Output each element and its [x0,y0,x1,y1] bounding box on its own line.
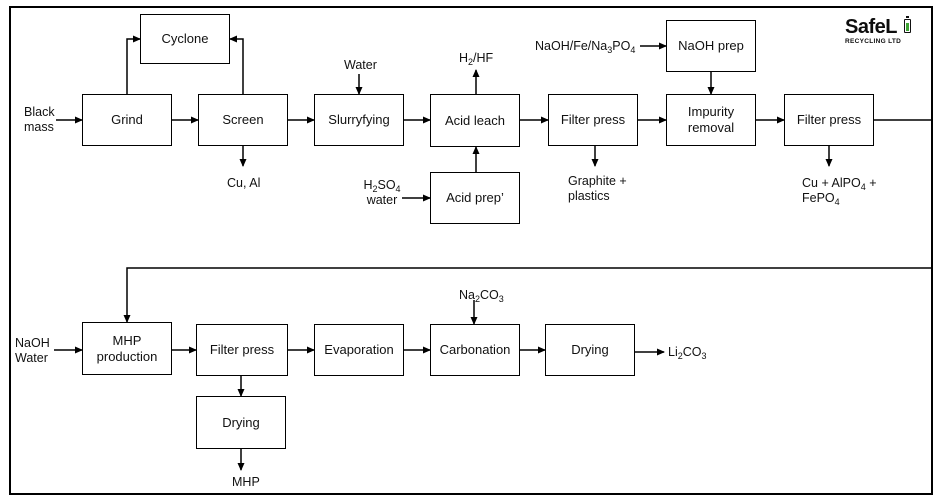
safeli-logo: SafeL RECYCLING LTD [845,16,915,48]
fepo4-line: FePO4 [802,191,877,207]
reagent-part-a: NaOH/Fe/Na [535,39,608,53]
black-mass-label: Black mass [24,105,55,135]
reagent-sub-2: 4 [630,45,636,55]
li2co3-sub-2: 3 [701,351,707,361]
acid-prep-box: Acid prep’ [430,172,520,224]
reagent-part-b: PO [612,39,631,53]
slurryfying-label: Slurryfying [328,112,390,127]
grind-label: Grind [111,112,143,127]
naoh-prep-box: NaOH prep [666,20,756,72]
naoh-water-label: NaOH Water [15,336,50,366]
h2so4-water-line: water [366,193,398,207]
h2hf-part-b: /HF [473,51,494,65]
h2hf-label: H2/HF [459,51,494,67]
evaporation-label: Evaporation [324,342,394,357]
mhp-production-line-2: production [96,348,158,364]
graphite-line: Graphite + [568,174,627,188]
grind-box: Grind [82,94,172,146]
black-mass-line-2: mass [24,120,54,134]
li2co3-label: Li2CO3 [668,345,707,361]
evaporation-box: Evaporation [314,324,404,376]
cu-alpo4-line: Cu + AlPO4 + [802,176,877,192]
naoh-line: NaOH [15,336,50,350]
plastics-line: plastics [568,189,610,203]
drying-1-box: Drying [545,324,635,376]
naoh-prep-label: NaOH prep [678,38,744,53]
na2co3-part-a: Na [459,288,475,302]
filter-press-3-label: Filter press [209,342,275,357]
cu-alpo4-part-a: Cu + AlPO [802,176,861,190]
carbonation-box: Carbonation [430,324,520,376]
cu-al-label: Cu, Al [227,176,261,190]
graphite-plastics-label: Graphite + plastics [568,174,627,204]
reagent-sub-1: 3 [607,45,613,55]
mhp-production-box: MHP production [82,322,172,375]
na2co3-part-b: CO [480,288,499,302]
logo-wordmark: SafeL [845,16,897,38]
h2so4-sub-1: 2 [372,184,378,194]
h2so4-part-a: H [363,178,373,192]
cu-alpo4-part-b: + [865,176,877,190]
mhp-label: MHP [232,475,260,489]
h2hf-part-a: H [459,51,469,65]
h2so4-line: H2SO4 [362,178,402,194]
carbonation-label: Carbonation [439,342,511,357]
na2co3-label: Na2CO3 [459,288,504,304]
naoh-fe-na3po4-label: NaOH/Fe/Na3PO4 [535,39,636,55]
water-line: Water [15,351,48,365]
impurity-removal-box: Impurity removal [666,94,756,146]
black-mass-line-1: Black [24,105,55,119]
h2hf-sub: 2 [468,57,474,67]
acid-leach-label: Acid leach [445,112,505,128]
cu-alpo4-fepo4-label: Cu + AlPO4 + FePO4 [802,176,877,207]
cu-alpo4-sub: 4 [860,182,866,192]
impurity-removal-line-2: removal [687,120,735,135]
h2so4-sub-2: 4 [395,184,401,194]
filter-press-2-label: Filter press [796,112,862,127]
cyclone-label: Cyclone [161,31,209,46]
h2so4-water-label: H2SO4 water [362,178,402,208]
mhp-production-line-1: MHP [112,332,142,348]
acid-prep-label: Acid prep’ [446,190,504,205]
drying-1-label: Drying [571,342,609,357]
water-label: Water [344,58,377,72]
drying-2-label: Drying [222,414,260,430]
acid-leach-box: Acid leach [430,94,520,147]
filter-press-1-box: Filter press [548,94,638,146]
filter-press-2-box: Filter press [784,94,874,146]
fepo4-part-a: FePO [802,191,835,205]
screen-box: Screen [198,94,288,146]
drying-2-box: Drying [196,396,286,449]
fepo4-sub: 4 [834,197,840,207]
filter-press-1-label: Filter press [560,112,626,127]
battery-icon [904,16,911,33]
screen-label: Screen [222,112,264,127]
filter-press-3-box: Filter press [196,324,288,376]
slurryfying-box: Slurryfying [314,94,404,146]
li2co3-sub-1: 2 [677,351,683,361]
na2co3-sub-1: 2 [474,294,480,304]
logo-tagline: RECYCLING LTD [845,38,902,45]
cyclone-box: Cyclone [140,14,230,64]
na2co3-sub-2: 3 [498,294,504,304]
impurity-removal-line-1: Impurity [687,104,735,119]
li2co3-part-b: CO [682,345,702,359]
h2so4-part-b: SO [377,178,396,192]
li2co3-part-a: Li [668,345,678,359]
